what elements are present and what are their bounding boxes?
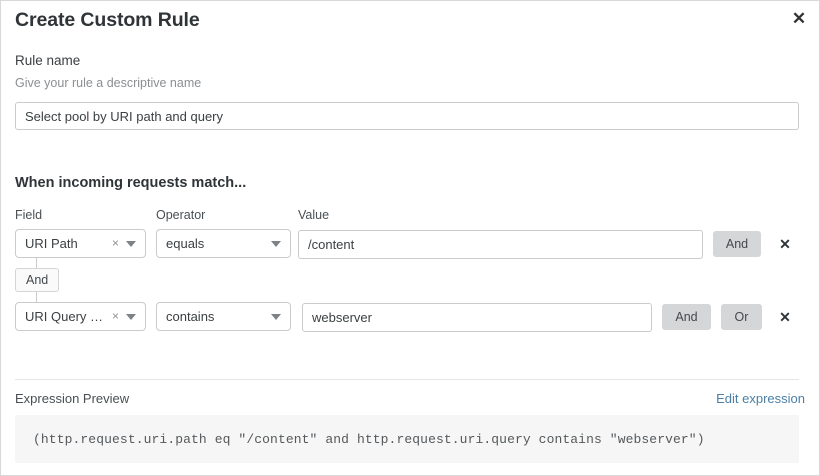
field-select-value-row-1: URI Path xyxy=(25,236,78,251)
column-header-field: Field xyxy=(15,208,43,222)
connector-line-bottom xyxy=(36,292,37,303)
and-button-row-1[interactable]: And xyxy=(713,231,761,257)
remove-condition-row-1[interactable]: ✕ xyxy=(775,234,795,254)
expression-preview-text: (http.request.uri.path eq "/content" and… xyxy=(33,431,705,447)
field-select-row-1[interactable]: URI Path × xyxy=(15,229,146,258)
rule-name-input[interactable] xyxy=(15,102,799,130)
rule-name-label: Rule name xyxy=(15,53,81,68)
edit-expression-link[interactable]: Edit expression xyxy=(716,391,805,406)
expression-preview-label: Expression Preview xyxy=(15,391,130,406)
operator-select-value-row-1: equals xyxy=(166,236,205,251)
operator-select-value-row-2: contains xyxy=(166,309,215,324)
remove-condition-row-2[interactable]: ✕ xyxy=(775,307,795,327)
value-input-row-2[interactable] xyxy=(302,303,652,332)
expression-preview-code-block: (http.request.uri.path eq "/content" and… xyxy=(15,415,799,463)
value-input-row-1[interactable] xyxy=(298,230,703,259)
chevron-down-icon xyxy=(126,313,136,320)
close-icon[interactable]: ✕ xyxy=(788,7,810,29)
clear-icon[interactable]: × xyxy=(111,309,119,323)
operator-select-row-2[interactable]: contains xyxy=(156,302,291,331)
field-select-value-row-2: URI Query St... xyxy=(25,309,109,324)
field-select-row-2[interactable]: URI Query St... × xyxy=(15,302,146,331)
or-button-row-2[interactable]: Or xyxy=(721,304,762,330)
rule-name-help-text: Give your rule a descriptive name xyxy=(15,76,202,90)
operator-select-row-1[interactable]: equals xyxy=(156,229,291,258)
chevron-down-icon xyxy=(271,313,281,320)
clear-icon[interactable]: × xyxy=(111,236,119,250)
chevron-down-icon xyxy=(126,240,136,247)
section-divider xyxy=(15,379,799,380)
page-title: Create Custom Rule xyxy=(15,9,200,31)
conditions-heading: When incoming requests match... xyxy=(15,175,247,191)
and-button-row-2[interactable]: And xyxy=(662,304,711,330)
connector-line-top xyxy=(36,258,37,269)
column-header-value: Value xyxy=(298,208,330,222)
group-connector-and[interactable]: And xyxy=(15,268,60,292)
chevron-down-icon xyxy=(271,240,281,247)
column-header-operator: Operator xyxy=(156,208,206,222)
